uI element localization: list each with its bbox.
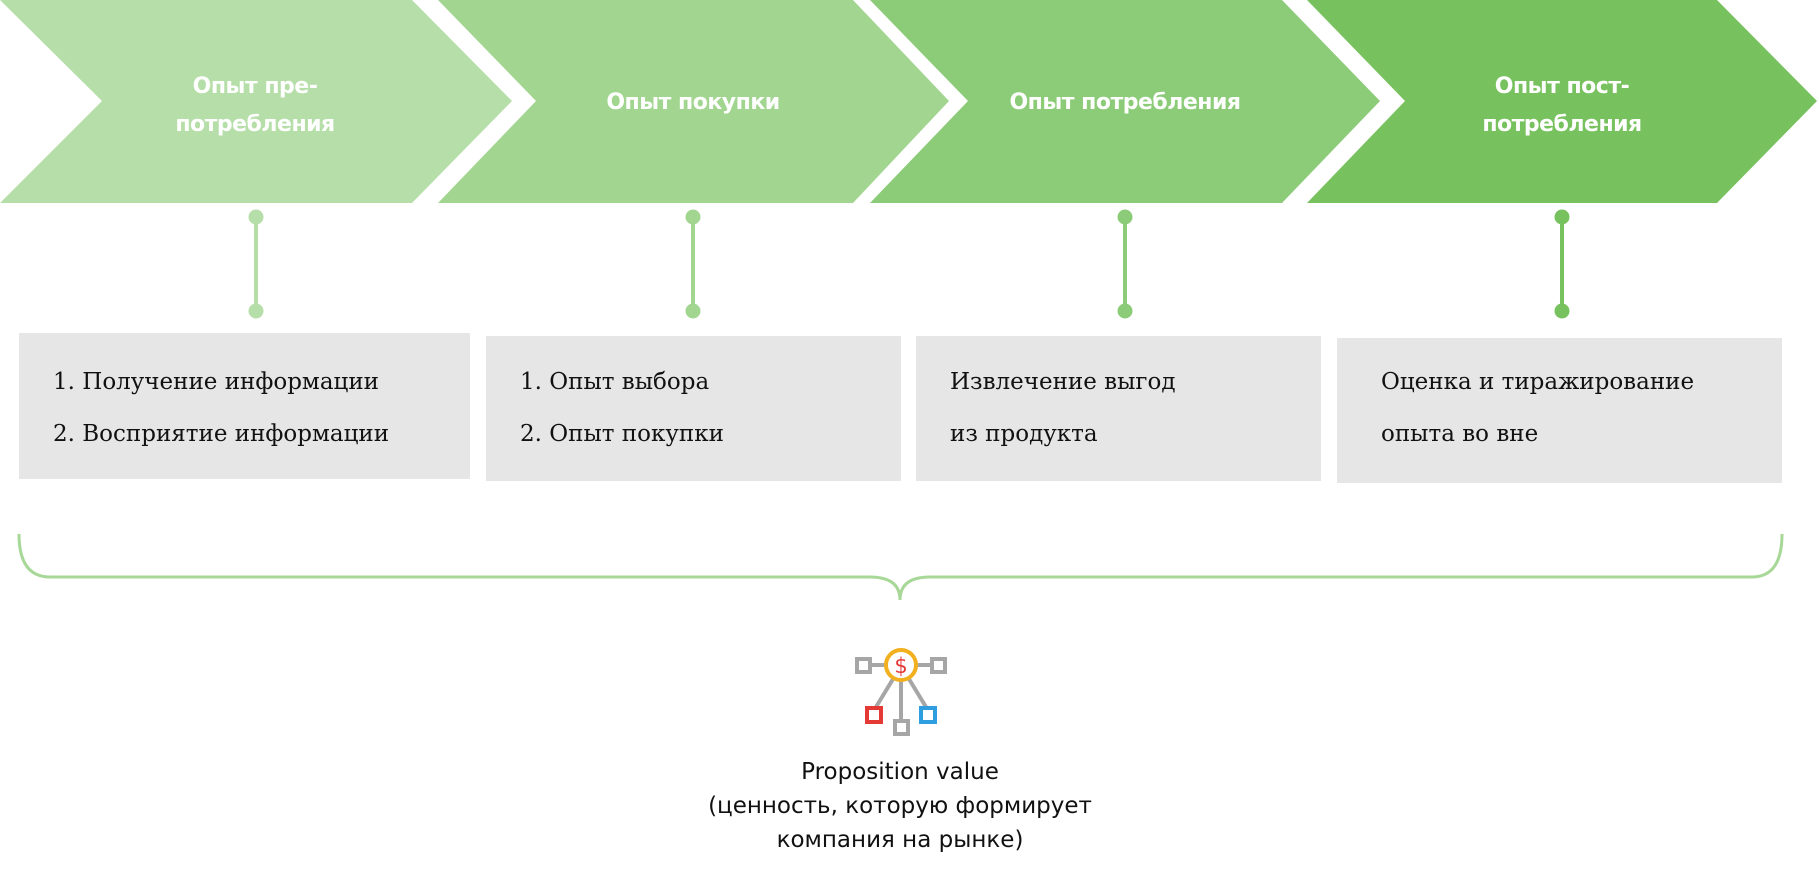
detail-line: Оценка и тиражирование — [1381, 369, 1695, 395]
detail-line: 2. Опыт покупки — [520, 421, 724, 447]
stage-title-3: Опыт потребления — [975, 84, 1275, 122]
connector-2 — [685, 209, 701, 319]
grouping-brace — [17, 533, 1784, 601]
caption-line: (ценность, которую формирует — [708, 793, 1092, 819]
detail-line: Извлечение выгод — [950, 369, 1176, 395]
detail-line: из продукта — [950, 421, 1098, 447]
detail-line: опыта во вне — [1381, 421, 1539, 447]
proposition-value-caption: Proposition value (ценность, которую фор… — [650, 755, 1150, 857]
stage-chevron-3 — [870, 0, 1380, 203]
caption-line: компания на рынке) — [776, 827, 1024, 853]
detail-line: 1. Опыт выбора — [520, 369, 710, 395]
value-network-dollar-icon: $ — [855, 648, 947, 736]
stage-chevron-1 — [0, 0, 512, 203]
detail-box-3: Извлечение выгод из продукта — [916, 336, 1321, 481]
connector-3 — [1117, 209, 1133, 319]
detail-box-1: 1. Получение информации 2. Восприятие ин… — [19, 333, 470, 479]
stage-chevron-2 — [438, 0, 949, 203]
stage-title-2: Опыт покупки — [568, 84, 818, 122]
detail-box-4: Оценка и тиражирование опыта во вне — [1337, 338, 1782, 483]
stage-title-line: Опыт потребления — [1009, 90, 1241, 115]
stage-title-line: потребления — [175, 112, 335, 137]
svg-text:$: $ — [894, 654, 907, 678]
detail-box-2: 1. Опыт выбора 2. Опыт покупки — [486, 336, 901, 481]
stage-title-line: Опыт пост- — [1494, 74, 1630, 99]
stage-title-line: Опыт покупки — [606, 90, 780, 115]
detail-line: 1. Получение информации — [53, 369, 379, 395]
connector-4 — [1554, 209, 1570, 319]
stage-chevron-4 — [1307, 0, 1817, 203]
stage-title-4: Опыт пост- потребления — [1437, 68, 1687, 144]
caption-line: Proposition value — [801, 759, 999, 785]
connector-1 — [248, 209, 264, 319]
stage-title-line: потребления — [1482, 112, 1642, 137]
detail-line: 2. Восприятие информации — [53, 421, 390, 447]
stage-title-line: Опыт пре- — [192, 74, 318, 99]
stage-title-1: Опыт пре- потребления — [130, 68, 380, 144]
